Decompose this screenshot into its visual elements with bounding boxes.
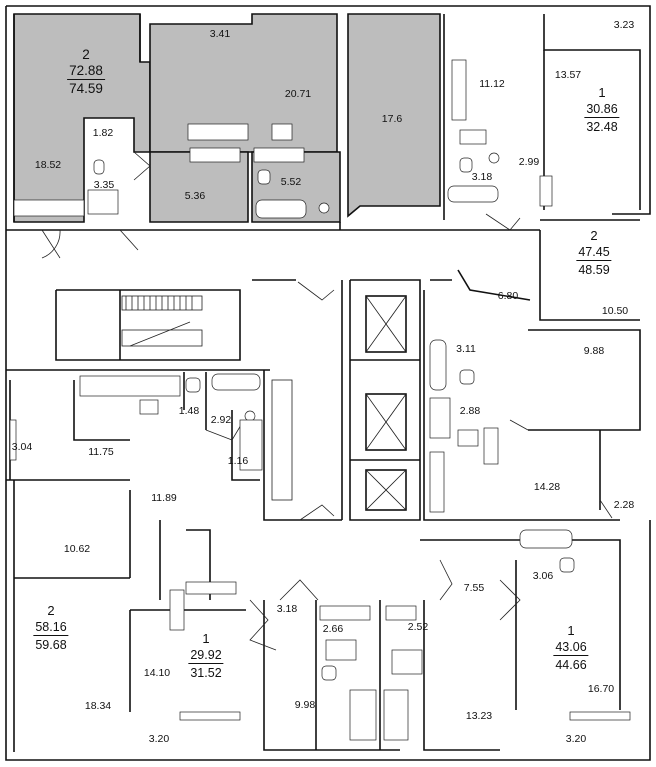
room-area: 18.34 <box>84 700 112 712</box>
total-area: 48.59 <box>578 263 610 277</box>
apartment-label-e[interactable]: 2 47.45 48.59 <box>576 228 612 277</box>
living-area: 43.06 <box>553 640 589 656</box>
room-count: 1 <box>202 631 210 646</box>
total-area: 74.59 <box>69 81 103 96</box>
room-area: 1.16 <box>227 455 249 467</box>
room-area: 1.48 <box>178 405 200 417</box>
room-count: 2 <box>82 47 90 62</box>
room-area: 17.6 <box>381 113 403 125</box>
room-area: 3.20 <box>148 733 170 745</box>
room-count: 1 <box>598 85 606 100</box>
outer-walls <box>5 5 651 761</box>
total-area: 31.52 <box>190 666 222 680</box>
room-area: 2.99 <box>518 156 540 168</box>
room-count: 2 <box>47 603 55 618</box>
room-area: 20.71 <box>284 88 312 100</box>
total-area: 32.48 <box>586 120 618 134</box>
room-area: 3.18 <box>471 171 493 183</box>
room-area: 9.88 <box>583 345 605 357</box>
room-area: 3.11 <box>456 343 476 355</box>
room-area: 2.52 <box>407 621 429 633</box>
apartment-label-s[interactable]: 1 29.92 31.52 <box>188 631 224 680</box>
room-area: 5.36 <box>184 190 206 202</box>
room-area: 3.20 <box>565 733 587 745</box>
living-area: 58.16 <box>33 620 69 636</box>
room-area: 9.98 <box>294 699 316 711</box>
apartment-label-nw[interactable]: 2 72.88 74.59 <box>67 48 105 96</box>
living-area: 72.88 <box>67 63 105 80</box>
stairwell <box>121 295 203 347</box>
room-area: 11.75 <box>88 446 114 458</box>
apartment-label-se[interactable]: 1 43.06 44.66 <box>553 623 589 672</box>
room-area: 10.50 <box>601 305 629 317</box>
room-area: 3.18 <box>276 603 298 615</box>
room-area: 11.12 <box>479 78 505 90</box>
room-area: 13.23 <box>465 710 493 722</box>
apartment-label-w[interactable]: 2 58.16 59.68 <box>33 603 69 652</box>
room-area: 6.80 <box>497 290 519 302</box>
room-area: 16.70 <box>587 683 615 695</box>
room-count: 1 <box>567 623 575 638</box>
room-count: 2 <box>590 228 598 243</box>
room-area: 3.23 <box>613 19 635 31</box>
total-area: 59.68 <box>35 638 67 652</box>
room-area: 3.35 <box>93 179 115 191</box>
room-area: 2.88 <box>459 405 481 417</box>
living-area: 30.86 <box>584 102 620 118</box>
room-area: 3.06 <box>532 570 554 582</box>
room-area: 2.66 <box>322 623 344 635</box>
elevator-shafts <box>271 295 407 511</box>
room-area: 1.82 <box>92 127 114 139</box>
highlighted-apartment[interactable] <box>13 13 441 223</box>
room-area: 2.28 <box>613 499 635 511</box>
room-area: 3.41 <box>209 28 231 40</box>
fixtures <box>9 59 631 741</box>
room-area: 14.28 <box>533 481 561 493</box>
living-area: 47.45 <box>576 245 612 261</box>
room-area: 3.04 <box>11 441 33 453</box>
room-area: 13.57 <box>554 69 582 81</box>
apartment-label-ne[interactable]: 1 30.86 32.48 <box>584 85 620 134</box>
living-area: 29.92 <box>188 648 224 664</box>
door-swings <box>41 151 613 651</box>
room-area: 10.62 <box>63 543 91 555</box>
room-area: 2.92 <box>210 414 232 426</box>
total-area: 44.66 <box>555 658 587 672</box>
room-area: 5.52 <box>280 176 302 188</box>
room-area: 7.55 <box>463 582 485 594</box>
room-area: 14.10 <box>143 667 171 679</box>
room-area: 18.52 <box>34 159 62 171</box>
interior-walls <box>9 14 641 751</box>
room-area: 11.89 <box>151 492 177 504</box>
